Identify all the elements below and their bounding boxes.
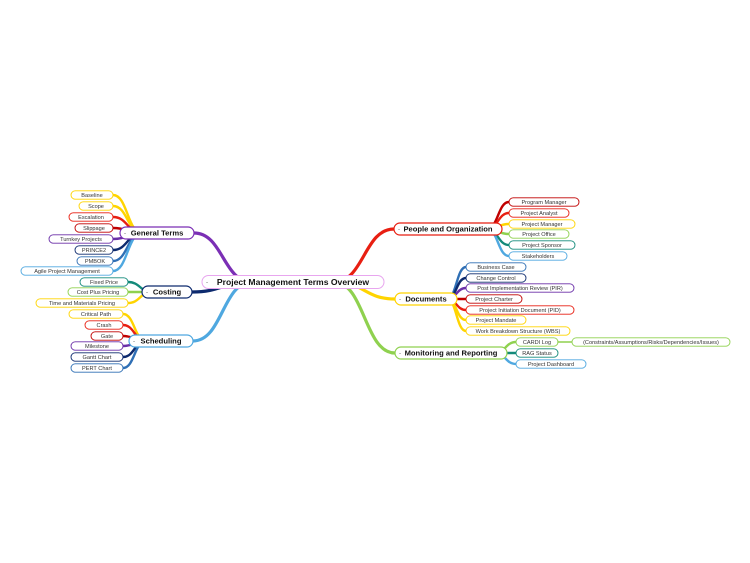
branch-node-general_terms[interactable]	[119, 226, 195, 240]
collapse-toggle-scheduling: -	[133, 338, 136, 345]
leaf-node-documents-1[interactable]	[465, 273, 527, 283]
leaf-node-people-2[interactable]	[508, 219, 576, 229]
leaf-label-costing-2: Time and Materials Pricing	[49, 301, 115, 307]
leaf-label-scheduling-1: Crash	[97, 323, 112, 329]
leaf-label-general_terms-4: Turnkey Projects	[60, 237, 102, 243]
leaf-node-people-1[interactable]	[508, 208, 570, 218]
leaf-node-general_terms-7[interactable]	[20, 266, 114, 276]
branch-label-documents: Documents	[405, 295, 446, 304]
leaf-node-scheduling-1[interactable]	[84, 320, 124, 330]
leaf-node-general_terms-0[interactable]	[70, 190, 114, 200]
leaf-label-costing-0: Fixed Price	[90, 280, 118, 286]
leaf-node-documents-3[interactable]	[465, 294, 523, 304]
branch-node-people[interactable]	[393, 222, 503, 236]
leaf-label-monitoring-1: RAG Status	[522, 351, 552, 357]
leaf-label-documents-3: Project Charter	[475, 297, 513, 303]
root-label: Project Management Terms Overview	[217, 277, 370, 287]
leaf-node-scheduling-0[interactable]	[68, 309, 124, 319]
collapse-toggle-costing: -	[146, 289, 149, 296]
leaf-label-people-4: Project Sponsor	[522, 243, 562, 249]
sub-node-monitoring[interactable]	[571, 337, 731, 347]
leaf-label-monitoring-2: Project Dashboard	[528, 362, 574, 368]
leaf-node-general_terms-1[interactable]	[78, 201, 114, 211]
leaf-label-scheduling-3: Milestone	[85, 344, 109, 350]
leaf-node-people-5[interactable]	[508, 251, 568, 261]
leaf-label-documents-5: Project Mandate	[476, 318, 517, 324]
collapse-toggle-people: -	[398, 226, 401, 233]
leaf-label-people-3: Project Office	[522, 232, 555, 238]
branch-label-scheduling: Scheduling	[141, 337, 182, 346]
leaf-label-general_terms-1: Scope	[88, 204, 104, 210]
leaf-label-general_terms-2: Escalation	[78, 215, 104, 221]
leaf-node-general_terms-5[interactable]	[74, 245, 114, 255]
leaf-node-scheduling-2[interactable]	[90, 331, 124, 341]
leaf-node-monitoring-2[interactable]	[515, 359, 587, 369]
leaf-label-documents-6: Work Breakdown Structure (WBS)	[476, 329, 561, 335]
branch-label-people: People and Organization	[403, 225, 492, 234]
leaf-label-scheduling-4: Gantt Chart	[83, 355, 112, 361]
leaf-label-documents-1: Change Control	[476, 276, 515, 282]
leaf-label-general_terms-5: PRINCE2	[82, 248, 106, 254]
leaf-label-general_terms-7: Agile Project Management	[34, 269, 100, 275]
root-node[interactable]	[201, 275, 385, 289]
branch-node-documents[interactable]	[394, 292, 458, 306]
leaf-label-scheduling-5: PERT Chart	[82, 366, 112, 372]
leaf-label-general_terms-0: Baseline	[81, 193, 102, 199]
leaf-node-scheduling-5[interactable]	[70, 363, 124, 373]
collapse-toggle-root: -	[206, 279, 209, 286]
connector-people	[332, 227, 396, 284]
leaf-label-people-0: Program Manager	[521, 200, 566, 206]
leaf-node-people-0[interactable]	[508, 197, 580, 207]
leaf-node-scheduling-4[interactable]	[70, 352, 124, 362]
connector-monitoring	[332, 280, 397, 355]
leaf-node-general_terms-3[interactable]	[74, 223, 114, 233]
sub-label-monitoring: (Constraints/Assumptions/Risks/Dependenc…	[583, 340, 719, 346]
connector-general_terms	[192, 231, 254, 284]
branch-node-monitoring[interactable]	[394, 346, 508, 360]
leaf-node-general_terms-4[interactable]	[48, 234, 114, 244]
leaf-label-documents-0: Business Case	[477, 265, 514, 271]
leaf-label-costing-1: Cost Plus Pricing	[77, 290, 120, 296]
leaf-label-general_terms-6: PMBOK	[85, 259, 105, 265]
collapse-toggle-general_terms: -	[124, 230, 127, 237]
leaf-node-costing-1[interactable]	[67, 287, 129, 297]
branch-label-general_terms: General Terms	[131, 229, 184, 238]
collapse-toggle-monitoring: -	[399, 350, 402, 357]
leaf-node-general_terms-6[interactable]	[76, 256, 114, 266]
leaf-node-general_terms-2[interactable]	[68, 212, 114, 222]
branch-node-scheduling[interactable]	[128, 334, 194, 348]
leaf-node-costing-0[interactable]	[79, 277, 129, 287]
leaf-label-general_terms-3: Slippage	[83, 226, 105, 232]
leaf-node-people-4[interactable]	[508, 240, 576, 250]
collapse-toggle-documents: -	[399, 296, 402, 303]
leaf-node-documents-4[interactable]	[465, 305, 575, 315]
leaf-node-documents-2[interactable]	[465, 283, 575, 293]
leaf-node-people-3[interactable]	[508, 229, 570, 239]
branch-node-costing[interactable]	[141, 285, 193, 299]
branch-label-costing: Costing	[153, 288, 182, 297]
leaf-label-documents-4: Project Initiation Document (PID)	[479, 308, 561, 314]
leaf-label-people-1: Project Analyst	[521, 211, 558, 217]
leaf-node-documents-5[interactable]	[465, 315, 527, 325]
leaf-label-people-2: Project Manager	[521, 222, 562, 228]
leaf-node-scheduling-3[interactable]	[70, 341, 124, 351]
leaf-label-documents-2: Post Implementation Review (PIR)	[477, 286, 563, 292]
leaf-label-monitoring-0: CARDI Log	[523, 340, 551, 346]
leaf-node-costing-2[interactable]	[35, 298, 129, 308]
branch-label-monitoring: Monitoring and Reporting	[405, 349, 498, 358]
leaf-node-monitoring-1[interactable]	[515, 348, 559, 358]
leaf-label-scheduling-2: Gate	[101, 334, 113, 340]
leaf-label-scheduling-0: Critical Path	[81, 312, 111, 318]
leaf-label-people-5: Stakeholders	[522, 254, 555, 260]
leaf-node-documents-6[interactable]	[465, 326, 571, 336]
leaf-node-documents-0[interactable]	[465, 262, 527, 272]
